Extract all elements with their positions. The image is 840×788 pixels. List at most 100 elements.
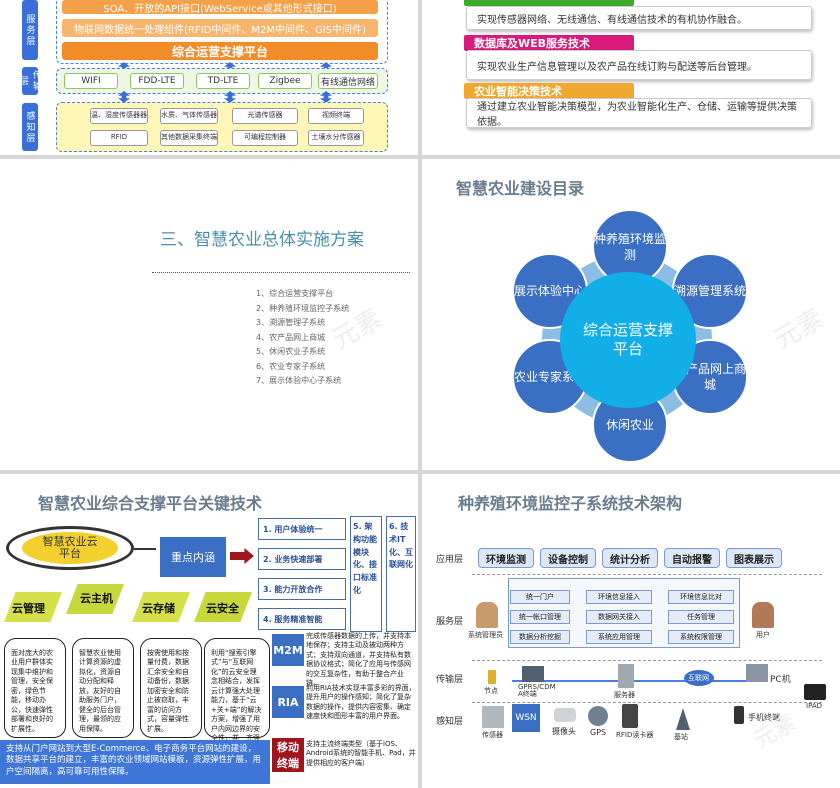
net-td-lte: TD-LTE xyxy=(196,73,250,89)
round-box-host: 智慧农业使用计算资源的虚拟化，资源自动分配和释放，友好的自助服务门户，健全的后台… xyxy=(72,638,134,738)
cloud-diamond xyxy=(132,592,190,622)
step-4: 4. 服务精准智能 xyxy=(258,608,346,630)
svc-compare: 环境信息比对 xyxy=(668,590,734,604)
layer-sense: 感知层 xyxy=(436,717,464,727)
dotted-divider xyxy=(152,272,410,273)
camera-icon xyxy=(554,708,576,722)
step-5: 5. 架构功能模块化、接口标准化 xyxy=(350,516,382,632)
node-icon xyxy=(488,670,496,684)
hub-arrow xyxy=(134,548,156,550)
wsn-label: WSN xyxy=(515,713,537,723)
focus-arrow xyxy=(230,548,254,564)
desc-db: 实现农业生产信息管理以及农产品在线订购与配送等后台管理。 xyxy=(466,50,812,80)
sensor-plc: 可编程控制器 xyxy=(232,130,298,146)
panel-arch-monitor: 种养殖环境监控子系统技术架构 应用层 服务层 传输层 感知层 环境监测 设备控制… xyxy=(422,474,840,788)
svc-env-in: 环境信息接入 xyxy=(586,590,652,604)
desc-comm: 实现传感器网络、无线通信、有线通信技术的有机协作融合。 xyxy=(466,6,812,30)
ribbon-db: 数据库及WEB服务技术 xyxy=(464,35,634,51)
directory-title: 智慧农业建设目录 xyxy=(456,179,585,198)
hub-center: 综合运营支撑平台 xyxy=(560,272,696,408)
internet-label: 互联网 xyxy=(688,674,709,682)
sensor-other: 其他数据采集终端 xyxy=(160,130,218,146)
layer-app: 应用层 xyxy=(436,555,464,565)
sensor-spectrum: 光谱传感器 xyxy=(232,108,298,124)
sensor-water: 水质、气体传感器 xyxy=(160,108,218,124)
round-box-storage: 按需使用和按量付费，数据汇余安全和自动备份，数据加密安全和防止被窃取，丰富的访问… xyxy=(140,638,202,738)
petal-showroom: 展示体验中心 xyxy=(512,253,588,329)
layer-sep xyxy=(472,574,822,575)
phone-icon xyxy=(734,706,744,724)
sensor-icon xyxy=(482,706,504,728)
net-zigbee: Zigbee xyxy=(258,73,312,89)
ipad-label: IPAD xyxy=(806,702,823,710)
step-2: 2. 业务快速部署 xyxy=(258,548,346,570)
step-1: 1. 用户体验统一 xyxy=(258,518,346,540)
cloud-diamond xyxy=(4,592,62,622)
app-control: 设备控制 xyxy=(540,548,596,568)
round-box-security: 利用“搜索引擎式”与“互联网化”的云安全理念相结合，发挥云计算强大处理能力，基于… xyxy=(204,638,270,770)
list-item: 2、种养殖环境监控子系统 xyxy=(256,303,350,313)
gps-label: GPS xyxy=(590,728,607,737)
net-wired: 有线通信网络 xyxy=(318,73,378,89)
svc-appmgr: 系统应用管理 xyxy=(586,630,652,644)
gprs-label: GPRS/CDM A终端 xyxy=(518,683,556,698)
app-chart: 图表展示 xyxy=(726,548,782,568)
list-item: 5、休闲农业子系统 xyxy=(256,347,326,356)
list-item: 1、综合运营支撑平台 xyxy=(256,289,334,298)
panel-key-tech: 智慧农业综合支撑平台关键技术 智慧农业云平台 重点内涵 1. 用户体验统一 2.… xyxy=(0,474,418,788)
tag-m2m: M2M xyxy=(272,634,304,666)
section-list: 1、综合运营支撑平台 2、种养殖环境监控子系统 3、溯源管理子系统 4、农产品网… xyxy=(256,287,349,389)
sensor-rfid: RFID xyxy=(90,130,148,146)
cloud-manage: 云管理 xyxy=(12,602,45,615)
tag-mobile-desc: 支持主流终端类型（基于iOS、Android系统的智能手机、Pad，并提供相应的… xyxy=(306,740,416,767)
tower-icon xyxy=(676,708,690,730)
panel-section-title: 三、智慧农业总体实施方案 1、综合运营支撑平台 2、种养殖环境监控子系统 3、溯… xyxy=(0,159,418,470)
app-stats: 统计分析 xyxy=(602,548,658,568)
cloud-host: 云主机 xyxy=(80,592,113,605)
focus-box: 重点内涵 xyxy=(160,537,226,577)
app-monitor: 环境监测 xyxy=(478,548,534,568)
person-admin-icon xyxy=(476,602,498,628)
platform-bar: 综合运营支撑平台 xyxy=(62,42,378,60)
svc-perm: 系统权限管理 xyxy=(668,630,734,644)
tag-ria-desc: 利用RIA技术实现丰富多彩的界面，提升用户的操作感知；简化了复杂数据的操作，提供… xyxy=(306,684,416,721)
list-item: 4、农产品网上商城 xyxy=(256,332,326,342)
gps-icon xyxy=(588,706,608,726)
sensor-video: 视频终端 xyxy=(308,108,364,124)
clouds-bar: 云管理 云主机 云存储 云安全 xyxy=(0,584,256,624)
blue-footer: 支持从门户网站到大型E-Commerce、电子商务平台网站的建设，数据共享平台的… xyxy=(0,740,270,784)
svc-task: 任务管理 xyxy=(668,610,734,624)
ribbon-decision: 农业智能决策技术 xyxy=(464,83,634,99)
svc-gateway: 数据网关接入 xyxy=(586,610,652,624)
layer-sep xyxy=(472,660,822,661)
internet-icon xyxy=(684,670,714,686)
panel-directory: 智慧农业建设目录 种养殖环境监测 溯源管理系统 农产品网上商城 休闲农业 农业专… xyxy=(422,159,840,470)
tag-mobile: 移动终端 xyxy=(272,738,304,772)
updown-arrow-icon xyxy=(320,91,332,103)
server-label: 服务器 xyxy=(614,691,635,699)
layer-label-transport: 传输层 xyxy=(18,67,41,95)
svc-analysis: 数据分析挖掘 xyxy=(510,630,570,644)
app-alarm: 自动报警 xyxy=(664,548,720,568)
net-fdd-lte: FDD-LTE xyxy=(130,73,184,89)
cloud-security: 云安全 xyxy=(206,602,239,615)
layer-sep xyxy=(472,702,822,703)
tower-label: 基站 xyxy=(674,733,688,741)
list-item: 3、溯源管理子系统 xyxy=(256,318,326,327)
key-tech-title: 智慧农业综合支撑平台关键技术 xyxy=(38,494,263,513)
hub-label: 智慧农业云平台 xyxy=(42,534,98,560)
layer-service: 服务层 xyxy=(436,617,464,627)
person-user-icon xyxy=(752,602,774,628)
pc-icon xyxy=(746,664,768,682)
server-icon xyxy=(618,664,634,688)
watermark: 元素 xyxy=(769,303,830,356)
round-box-manage: 面对庞大的农业用户群体实现集中维护和管理，安全保密，绿色节能，移动办公，快速弹性… xyxy=(4,638,66,738)
layer-transport: 传输层 xyxy=(436,675,464,685)
panel-architecture: 服务层 传输层 感知层 SOA、开放的API接口(WebService或其他形式… xyxy=(0,0,418,155)
ribbon-comm xyxy=(464,0,634,6)
phone-label: 手机终端 xyxy=(748,713,780,722)
hub-ellipse-inner: 智慧农业云平台 xyxy=(22,532,118,564)
arch-title: 种养殖环境监控子系统技术架构 xyxy=(458,494,683,513)
soa-bar: SOA、开放的API接口(WebService或其他形式接口) xyxy=(62,0,378,15)
middleware-bar: 物联网数据统一处理组件(RFID中间件、M2M中间件、GIS中间件) xyxy=(62,19,378,37)
